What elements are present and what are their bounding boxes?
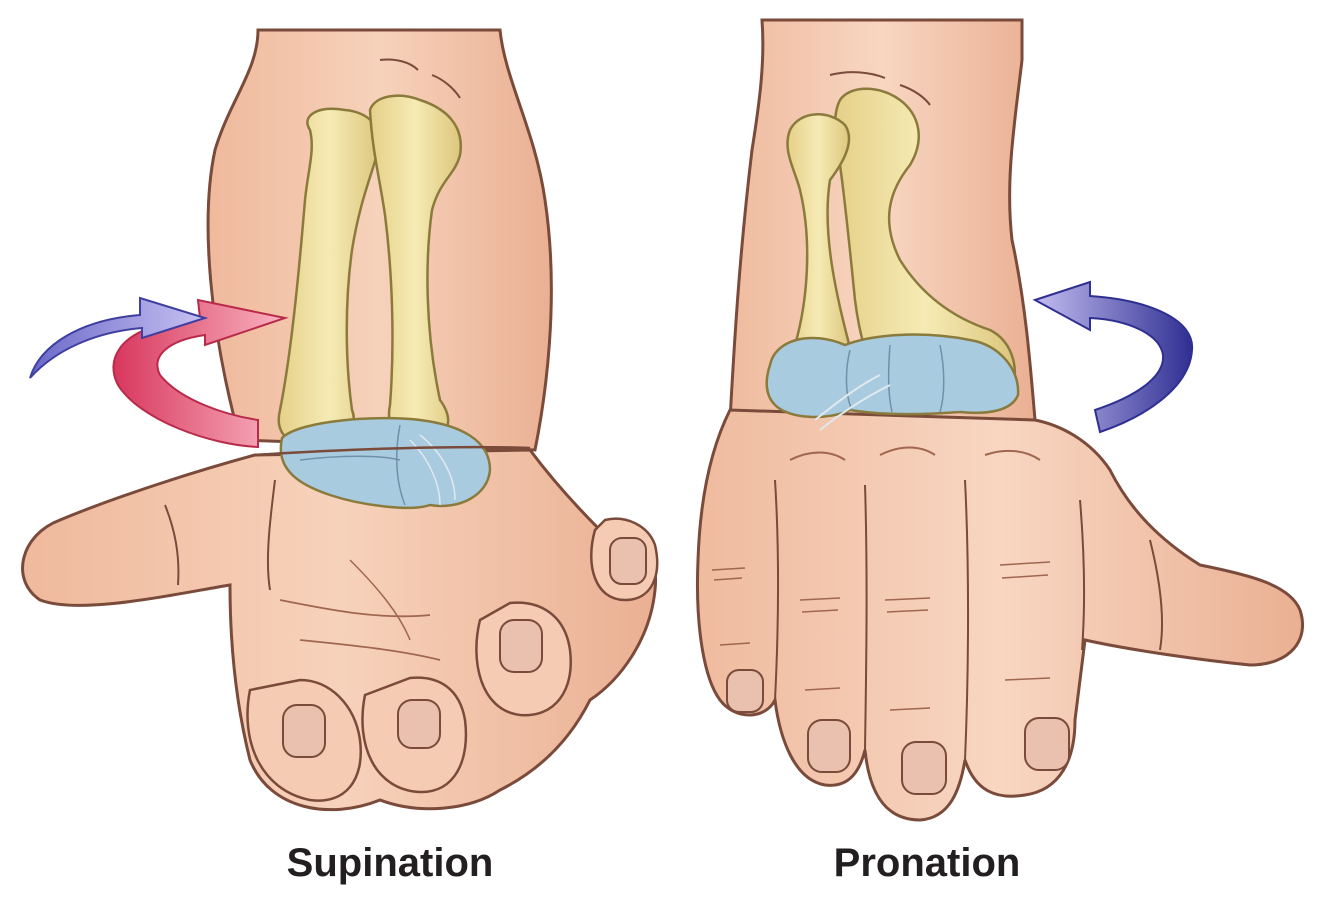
fingernail-icon: [610, 538, 646, 584]
fingernail-icon: [283, 705, 325, 757]
pronation-hand: [697, 410, 1302, 820]
pronation-carpal-bones: [767, 335, 1018, 417]
supination-arm: [23, 30, 658, 810]
pronation-rotation-arrow-icon: [1035, 282, 1192, 432]
fingernail-icon: [398, 700, 440, 748]
supination-forearm: [208, 30, 551, 450]
pronation-label: Pronation: [762, 838, 1092, 888]
supination-label: Supination: [225, 838, 555, 888]
fingernail-icon: [1025, 718, 1069, 770]
fingernail-icon: [808, 720, 850, 772]
fingernail-icon: [500, 620, 542, 672]
fingernail-icon: [727, 670, 763, 712]
pronation-arm: [697, 20, 1302, 820]
fingernail-icon: [902, 742, 946, 794]
